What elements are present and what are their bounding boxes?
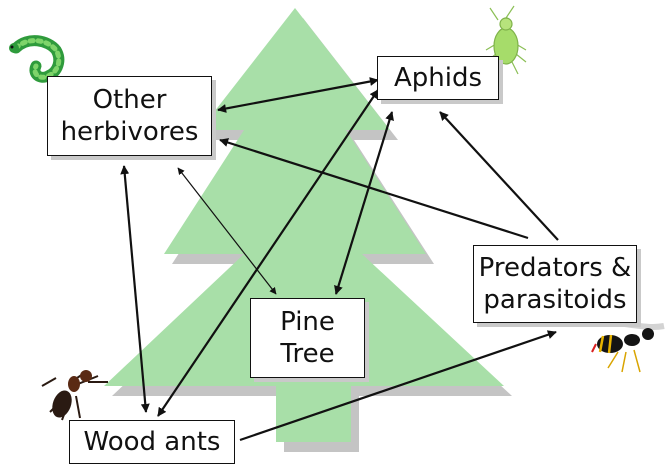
- wasp-icon: [592, 323, 664, 372]
- node-predators-parasitoids: Predators & parasitoids: [473, 245, 637, 323]
- node-other-herbivores: Other herbivores: [47, 76, 212, 156]
- node-wood-ants: Wood ants: [69, 420, 235, 464]
- caterpillar-icon: [9, 41, 59, 78]
- node-pine-tree: Pine Tree: [250, 298, 365, 378]
- ant-icon: [42, 370, 108, 420]
- node-aphids: Aphids: [377, 56, 499, 100]
- arrow-predators-aphids: [440, 112, 558, 240]
